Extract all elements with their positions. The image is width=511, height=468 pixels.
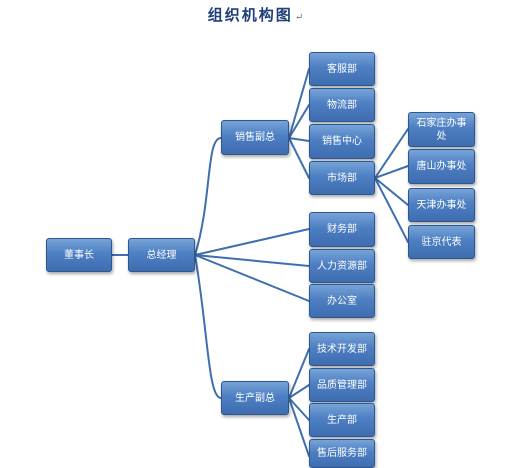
node-sales-vp: 销售副总 [221, 120, 289, 155]
node-marketing: 市场部 [309, 161, 375, 195]
node-sales-center: 销售中心 [309, 124, 375, 159]
node-tangshan-office: 唐山办事处 [408, 149, 475, 184]
node-tech-development: 技术开发部 [309, 332, 375, 366]
node-chairman: 董事长 [46, 238, 112, 272]
node-quality-management: 品质管理部 [309, 368, 375, 402]
node-production-vp: 生产副总 [221, 381, 289, 415]
node-production: 生产部 [309, 403, 375, 437]
chart-title: 组织机构图↵ [207, 6, 304, 24]
node-after-sales: 售后服务部 [309, 439, 375, 468]
node-customer-service: 客服部 [309, 52, 375, 86]
node-logistics: 物流部 [309, 88, 375, 122]
node-finance: 财务部 [309, 212, 375, 247]
node-human-resources: 人力资源部 [309, 249, 375, 283]
node-tianjin-office: 天津办事处 [408, 188, 475, 222]
node-beijing-representative: 驻京代表 [408, 225, 475, 259]
node-office: 办公室 [309, 284, 375, 318]
node-shijiazhuang-office: 石家庄办事处 [408, 112, 475, 147]
node-general-manager: 总经理 [128, 238, 195, 272]
